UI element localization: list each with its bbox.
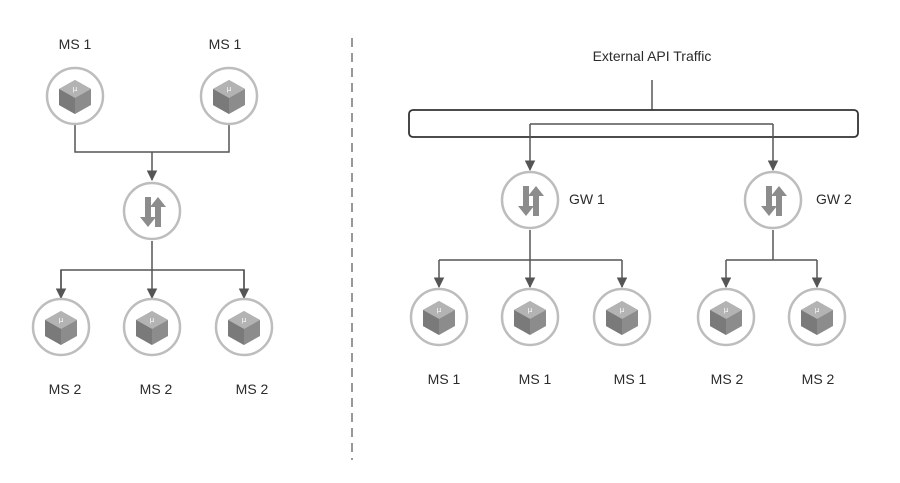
right-panel: External API Traffic GW 1 MS 1 MS 1 [408, 48, 859, 387]
microservice-node: MS 1 [45, 36, 105, 126]
node-label: MS 1 [428, 371, 461, 387]
node-label: MS 2 [49, 381, 82, 397]
microservice-node: MS 2 [122, 297, 182, 397]
node-label: MS 2 [802, 371, 835, 387]
gateway-node: GW 2 [743, 170, 852, 230]
node-label: MS 1 [519, 371, 552, 387]
microservice-node: MS 2 [214, 297, 274, 397]
microservice-node: MS 1 [199, 36, 259, 126]
node-label: MS 2 [711, 371, 744, 387]
microservice-node: MS 2 [31, 297, 91, 397]
traffic-label: External API Traffic [593, 48, 712, 64]
microservice-node: MS 2 [787, 287, 847, 387]
node-label: MS 2 [140, 381, 173, 397]
node-label: MS 1 [209, 36, 242, 52]
gateway-label: GW 2 [816, 191, 852, 207]
node-label: MS 1 [614, 371, 647, 387]
connector [74, 125, 230, 153]
microservice-node: MS 1 [500, 287, 560, 387]
gateway-label: GW 1 [569, 191, 605, 207]
microservice-node: MS 1 [409, 287, 469, 387]
gateway-node: GW 1 [500, 170, 605, 230]
node-label: MS 2 [236, 381, 269, 397]
microservice-node: MS 1 [592, 287, 652, 387]
microservice-node: MS 2 [696, 287, 756, 387]
node-label: MS 1 [59, 36, 92, 52]
left-panel: MS 1 MS 1 MS 2 MS 2 MS 2 [31, 36, 274, 397]
gateway-node [122, 181, 182, 241]
